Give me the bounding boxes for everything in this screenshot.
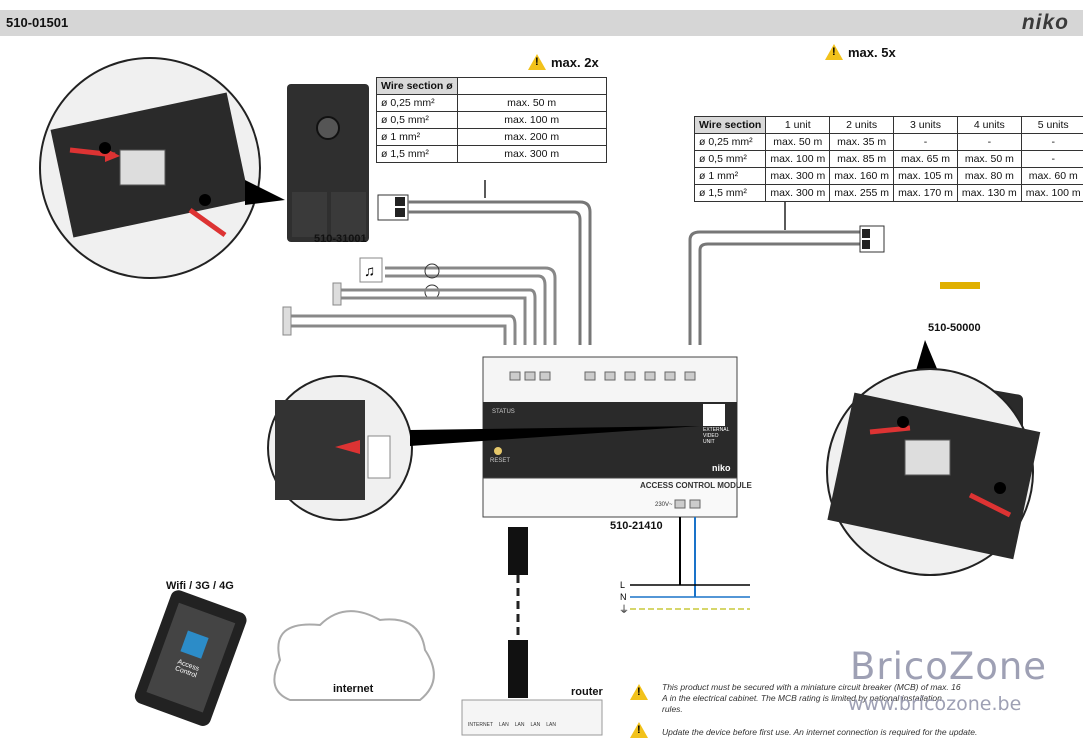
mains-wiring: L N ⏚ [619,517,750,616]
cell: max. 300 m [765,184,831,202]
internet-cloud [273,610,435,701]
cell: max. 50 m [765,133,831,151]
warning-icon: ! [528,54,546,70]
watermark-url: www.bricozone.be [848,693,1022,715]
cell: 2 units [829,116,895,134]
svg-text:⏚: ⏚ [619,604,629,616]
neutral-label: N [620,592,627,602]
cell: ø 0,5 mm² [693,150,767,168]
cell: 4 units [956,116,1022,134]
table-header: Wire section [693,116,767,134]
svg-text:♫: ♫ [364,263,375,280]
cell: ø 1 mm² [693,167,767,185]
table-header: Wire section ø [376,77,458,95]
router-port: LAN [530,722,541,728]
cell: ø 0,25 mm² [693,133,767,151]
brand-logo: niko [1021,11,1069,34]
header-bar [0,10,1083,36]
warning-icon: ! [630,722,648,738]
max-5x-label: max. 5x [848,45,896,60]
internet-label: internet [333,683,374,695]
cell: max. 170 m [893,184,958,202]
cell: ø 0,25 mm² [376,94,458,112]
router-port: INTERNET [468,722,493,728]
warning-icon: ! [825,44,843,60]
bus-wire-left [377,180,592,345]
module-title: ACCESS CONTROL MODULE [640,481,752,490]
cell: max. 130 m [956,184,1022,202]
monitor-label: 510-50000 [928,322,981,334]
module-brand: niko [712,463,731,473]
door-station-label: 510-31001 [314,233,367,245]
cell: max. 65 m [893,150,958,168]
cell: - [956,133,1022,151]
router-ports: INTERNET LAN LAN LAN LAN [468,722,556,728]
cell: - [1020,133,1083,151]
external-video-unit-label: EXTERNAL VIDEO UNIT [703,427,730,445]
chime-and-button-wires: ♫ [282,257,557,345]
cell: max. 35 m [829,133,895,151]
warning-icon: ! [630,684,648,700]
cell: max. 80 m [956,167,1022,185]
cell: ø 1,5 mm² [693,184,767,202]
smartphone [134,590,247,726]
cell: - [893,133,958,151]
cell: max. 300 m [765,167,831,185]
network-cable [508,527,528,698]
max-2x-label: max. 2x [551,55,599,70]
update-note: Update the device before first use. An i… [662,727,978,737]
cell: max. 100 m [456,111,607,129]
cell: max. 50 m [456,94,607,112]
voltage-label: 230V~ [655,502,673,508]
wire-length-table-right: Wire section 1 unit 2 units 3 units 4 un… [693,116,1083,202]
cell: 5 units [1020,116,1083,134]
cell: max. 50 m [956,150,1022,168]
monitor-zoom [826,340,1041,576]
cell: max. 160 m [829,167,895,185]
cell: max. 85 m [829,150,895,168]
cell: ø 0,5 mm² [376,111,458,129]
cell: max. 60 m [1020,167,1083,185]
router [461,699,603,736]
reset-label: RESET [490,458,511,464]
module-label: 510-21410 [610,520,663,532]
cell: max. 100 m [1020,184,1083,202]
mcb-note: This product must be secured with a mini… [662,682,961,714]
cell: 1 unit [765,116,831,134]
status-led-label: STATUS [492,409,515,415]
router-port: LAN [514,722,525,728]
cell: max. 255 m [829,184,895,202]
module-zoom [267,375,700,521]
watermark-name: BricoZone [850,645,1048,688]
router-port: LAN [546,722,556,728]
router-port: LAN [499,722,509,728]
cell: - [1020,150,1083,168]
cell: ø 1 mm² [376,128,458,146]
cell: max. 200 m [456,128,607,146]
phone-label: Wifi / 3G / 4G [166,580,234,592]
cell: max. 100 m [765,150,831,168]
door-station [287,84,369,242]
product-code: 510-01501 [6,15,69,30]
cell: max. 105 m [893,167,958,185]
cell: max. 300 m [456,145,607,163]
door-station-zoom [39,57,285,279]
cell: 3 units [893,116,958,134]
router-label: router [571,686,603,698]
cell: ø 1,5 mm² [376,145,458,163]
live-label: L [620,580,625,590]
